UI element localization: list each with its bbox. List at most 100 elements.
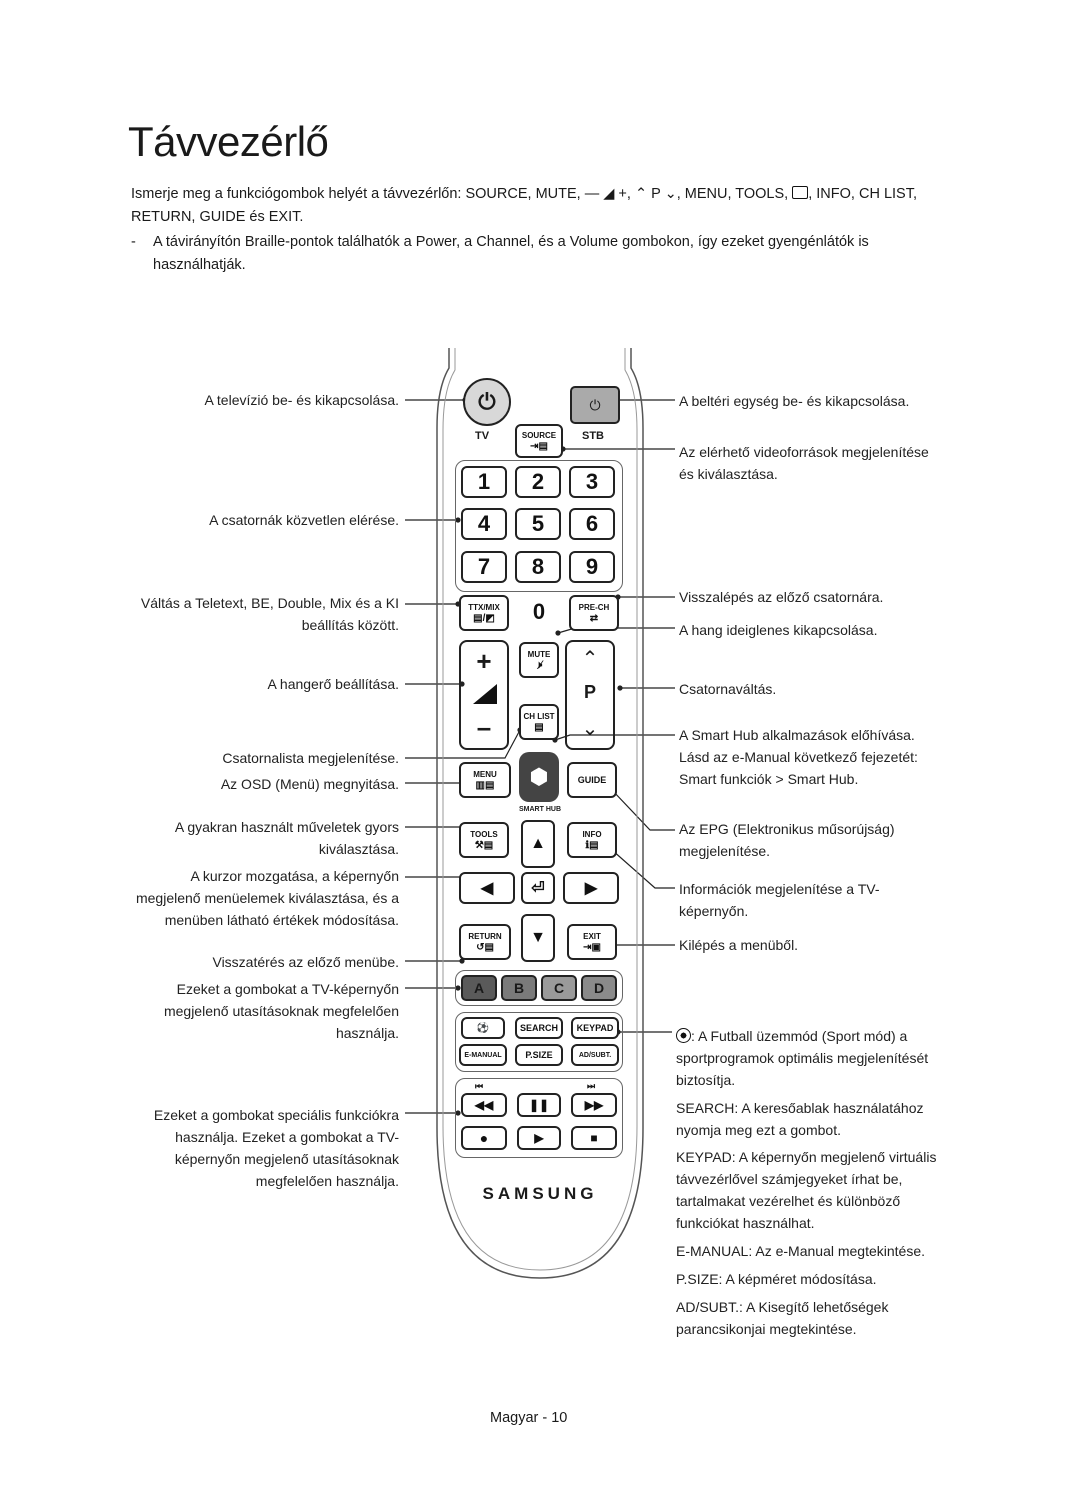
label-emanual-1: E-MANUAL	[676, 1243, 749, 1259]
keypad-button[interactable]: KEYPAD	[571, 1017, 619, 1039]
info-button[interactable]: INFO ℹ▤	[567, 822, 617, 858]
enter-button[interactable]: ⏎	[521, 872, 555, 904]
color-a-button[interactable]: A	[461, 975, 497, 1001]
stb-label: STB	[582, 430, 604, 442]
volume-up-icon: +	[476, 646, 492, 676]
label-color: Ezeket a gombokat a TV-képernyőn megjele…	[164, 978, 399, 1044]
prech-icon: ⇄	[589, 613, 599, 624]
list-icon: ▤	[534, 722, 544, 733]
label-keypad: KEYPAD: A képernyőn megjelenő virtuális …	[676, 1146, 936, 1234]
intro-line1: Ismerje meg a funkciógombok helyét a táv…	[131, 186, 585, 202]
football-button[interactable]: ⚽	[461, 1017, 505, 1039]
power-icon: ⏻	[589, 396, 601, 413]
fast-forward-button[interactable]: ▶▶	[571, 1093, 617, 1117]
smart-hub-icon: ⬢	[529, 764, 549, 789]
right-arrow-icon: ▶	[584, 880, 598, 897]
digit-9-button[interactable]: 9	[569, 551, 615, 583]
record-button[interactable]: ●	[461, 1126, 507, 1150]
digit-1-button[interactable]: 1	[461, 466, 507, 498]
label-source-b: és kiválasztása.	[679, 466, 778, 482]
label-adsubt: AD/SUBT.: A Kisegítő lehetőségek parancs…	[676, 1296, 888, 1340]
return-button[interactable]: RETURN ↺▤	[459, 924, 511, 960]
stop-button[interactable]: ■	[571, 1126, 617, 1150]
digit-2-button[interactable]: 2	[515, 466, 561, 498]
label-adsubt-4: parancsikonjai	[676, 1321, 766, 1337]
exit-icon: ⇥▣	[583, 942, 601, 953]
color-d-button[interactable]: D	[581, 975, 617, 1001]
intro-text: Ismerje meg a funkciógombok helyét a táv…	[131, 183, 951, 229]
label-search-b: nyomja meg ezt a gombot.	[676, 1122, 841, 1138]
label-info-b: képernyőn.	[679, 903, 749, 919]
label-color-b: megjelenő utasításoknak megfelelően	[163, 1003, 399, 1019]
guide-button[interactable]: GUIDE	[567, 762, 617, 798]
ch-list-label: CH LIST	[523, 712, 555, 721]
digit-7-button[interactable]: 7	[461, 551, 507, 583]
label-guide-a1: Az	[679, 821, 700, 837]
pre-ch-button[interactable]: PRE-CH ⇄	[569, 595, 619, 631]
label-channel: Csatornaváltás.	[679, 681, 777, 697]
ad-subt-button[interactable]: AD/SUBT.	[571, 1044, 619, 1066]
channel-symbols: ⌃ P ⌄	[634, 186, 677, 202]
label-smarthub-a3: alkalmazások előhívása.	[758, 727, 915, 743]
left-arrow-button[interactable]: ◀	[459, 872, 515, 904]
intro-line2: RETURN, GUIDE és EXIT.	[131, 209, 304, 225]
e-manual-button[interactable]: E-MANUAL	[459, 1044, 507, 1066]
label-keypad-b: távvezérlővel számjegyeket írhat be,	[676, 1171, 903, 1187]
label-smarthub-c4: .	[854, 771, 859, 787]
channel-down-icon: ⌄	[581, 718, 599, 740]
up-arrow-button[interactable]: ▲	[521, 820, 555, 868]
exit-button[interactable]: EXIT ⇥▣	[567, 924, 617, 960]
label-mute: A hang ideiglenes kikapcsolása.	[679, 622, 878, 638]
label-smarthub: A Smart Hub alkalmazások előhívása. Lásd…	[679, 724, 918, 790]
digit-6-button[interactable]: 6	[569, 508, 615, 540]
label-adsubt-3: Kisegítő lehetőségek	[758, 1299, 889, 1315]
menu-button[interactable]: MENU ▥▤	[459, 762, 511, 798]
source-button[interactable]: SOURCE ⇥▤	[515, 424, 563, 458]
stb-power-button[interactable]: ⏻	[570, 386, 620, 424]
function-button-group	[455, 1012, 623, 1072]
smart-hub-label: SMART HUB	[519, 806, 561, 813]
volume-rocker[interactable]: + –	[459, 640, 509, 750]
label-keypad-a2: : A képernyőn megjelenő virtuális	[731, 1149, 937, 1165]
right-arrow-button[interactable]: ▶	[563, 872, 619, 904]
ch-list-button[interactable]: CH LIST ▤	[519, 704, 559, 740]
prech-label: PRE-CH	[578, 603, 610, 612]
smart-hub-button[interactable]: ⬢	[519, 752, 559, 802]
power-icon: ⏻	[478, 389, 496, 414]
label-football-c: biztosítja.	[676, 1072, 736, 1088]
label-search-a2: : A keresőablak használatához	[734, 1100, 924, 1116]
search-button[interactable]: SEARCH	[515, 1017, 563, 1039]
label-tools: A gyakran használt műveletek gyors kivál…	[175, 816, 399, 860]
digit-0-button[interactable]: 0	[517, 596, 561, 628]
label-emanual: E-MANUAL: Az e-Manual megtekintése.	[676, 1240, 925, 1262]
note-text-a: A távirányítón Braille-pontok találhatók…	[153, 234, 416, 250]
exit-label: EXIT	[583, 932, 601, 941]
label-exit: Kilépés a menüből.	[679, 937, 799, 953]
mute-button[interactable]: MUTE 🕨̸	[519, 642, 559, 678]
label-cursor-b: megjelenő menüelemek kiválasztása, és a	[135, 890, 399, 906]
color-button-group	[455, 970, 623, 1006]
label-guide-a3: (Elektronikus műsorújság)	[728, 821, 895, 837]
label-smarthub-c2: >	[771, 771, 788, 787]
channel-rocker[interactable]: ⌃ P ⌄	[565, 640, 615, 750]
source-label: SOURCE	[521, 431, 557, 440]
info-label: INFO	[582, 830, 602, 839]
tv-power-button[interactable]: ⏻	[463, 378, 511, 426]
intro-line1c: , INFO, CH LIST,	[808, 186, 917, 202]
digit-3-button[interactable]: 3	[569, 466, 615, 498]
color-b-button[interactable]: B	[501, 975, 537, 1001]
tools-button[interactable]: TOOLS ⚒▤	[459, 822, 509, 858]
color-c-button[interactable]: C	[541, 975, 577, 1001]
digit-8-button[interactable]: 8	[515, 551, 561, 583]
p-size-button[interactable]: P.SIZE	[515, 1044, 563, 1066]
note-channel: Channel	[476, 234, 531, 250]
play-button[interactable]: ▶	[517, 1126, 561, 1150]
down-arrow-button[interactable]: ▼	[521, 914, 555, 962]
rewind-button[interactable]: ◀◀	[461, 1093, 507, 1117]
label-special-b: használja. Ezeket a gombokat a TV-	[175, 1129, 399, 1145]
pause-button[interactable]: ❚❚	[517, 1093, 561, 1117]
ttx-mix-button[interactable]: TTX/MIX ▤/◩	[459, 595, 509, 631]
digit-4-button[interactable]: 4	[461, 508, 507, 540]
rewind-icon: ◀◀	[474, 1098, 494, 1112]
digit-5-button[interactable]: 5	[515, 508, 561, 540]
